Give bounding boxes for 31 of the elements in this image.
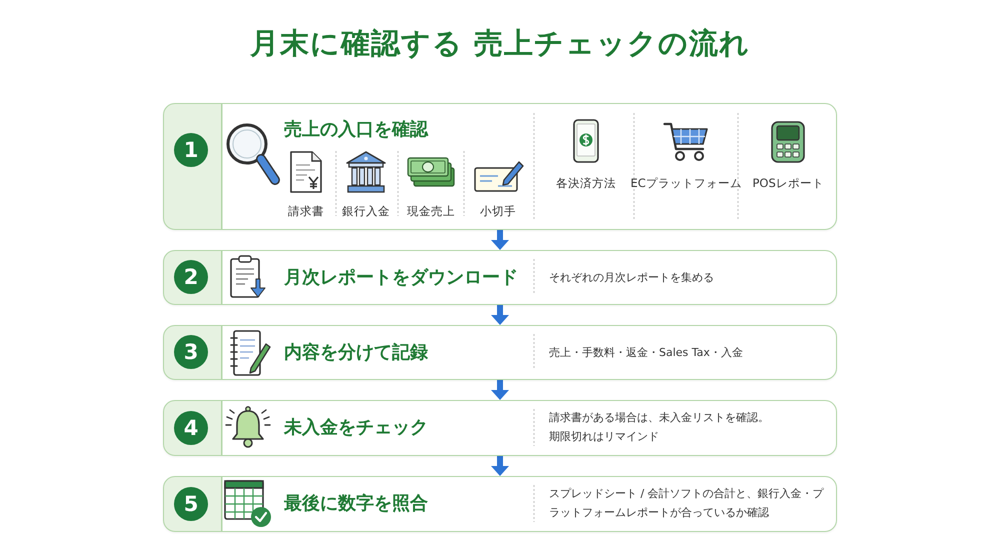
item-label: 銀行入金: [342, 204, 390, 219]
item-label: 現金売上: [407, 204, 455, 219]
step-box: [163, 250, 837, 305]
step-description: それぞれの月次レポートを集める: [549, 270, 714, 286]
number-badge: 4: [174, 410, 208, 444]
step-box: [163, 325, 837, 380]
number-badge: 1: [174, 132, 208, 166]
item-label: 小切手: [480, 204, 516, 219]
step-heading: 内容を分けて記録: [284, 340, 428, 364]
item-label: POSレポート: [752, 176, 824, 191]
arrow: [491, 230, 509, 250]
arrow: [491, 305, 509, 325]
step-description: スプレッドシート / 会計ソフトの合計と、銀行入金・プラットフォームレポートが合っているか確認: [549, 486, 825, 522]
title: 月末に確認する 売上チェックの流れ: [250, 25, 750, 62]
number-badge: 3: [174, 335, 208, 369]
item-label: 請求書: [288, 204, 324, 219]
step-heading: 売上の入口を確認: [284, 118, 428, 142]
item-label: 各決済方法: [556, 176, 616, 191]
step-heading: 最後に数字を照合: [284, 492, 428, 516]
step-box: [163, 400, 837, 456]
step-heading: 月次レポートをダウンロード: [284, 266, 518, 289]
step-heading: 未入金をチェック: [284, 416, 428, 440]
number-badge: 2: [174, 260, 208, 294]
step-description: 売上・手数料・返金・Sales Tax・入金: [549, 344, 743, 360]
arrow: [491, 456, 509, 476]
step-description: 請求書がある場合は、未入金リストを確認。期限切れはリマインド: [549, 410, 770, 446]
step-box: [163, 103, 837, 230]
item-label: ECプラットフォーム: [630, 176, 742, 191]
arrow: [491, 380, 509, 400]
step-box: [163, 476, 837, 532]
number-badge: 5: [174, 486, 208, 520]
